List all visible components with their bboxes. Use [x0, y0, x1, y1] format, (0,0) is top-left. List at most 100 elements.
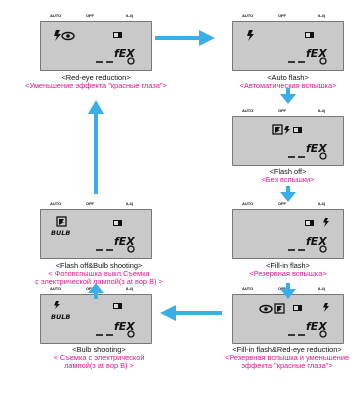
svg-text:fEX: fEX [114, 235, 135, 248]
i4-label: iL4) [318, 286, 326, 291]
svg-text:BULB: BULB [51, 229, 70, 237]
lightning-icon [323, 303, 329, 312]
label-fill-in-red-eye: <Fill-in flash&Red-eye reduction> <Резер… [214, 345, 360, 371]
auto-label: AUTO [242, 201, 254, 206]
battery-icon [305, 220, 314, 226]
lcd-screen: fEX [40, 21, 152, 71]
lcd-screen: fEX [232, 116, 344, 166]
panel-header: AUTO OFF iL4) [232, 12, 344, 21]
lcd-panel-flash-off: AUTO OFF iL4) fEX [232, 107, 344, 166]
battery-icon [113, 32, 122, 38]
frame-counter: fEX [288, 142, 327, 160]
panel-header: AUTO OFF iL4) [232, 200, 344, 209]
svg-text:fEX: fEX [306, 320, 327, 333]
label-ru: <Без вспышки> [261, 175, 315, 185]
lcd-panel-red-eye: AUTO OFF iL4) fEX [40, 12, 152, 71]
battery-icon [305, 32, 314, 38]
auto-label: AUTO [50, 13, 62, 18]
lightning-icon [284, 126, 290, 134]
lcd-screen: BULB fEX [40, 294, 152, 344]
lcd-panel-fill-in: AUTO OFF iL4) fEX [232, 200, 344, 259]
off-label: OFF [278, 108, 286, 113]
panel-header: AUTO OFF iL4) [40, 285, 152, 294]
i4-label: iL4) [126, 13, 134, 18]
arrow-down-icon [280, 186, 296, 202]
arrow-down-icon [280, 88, 296, 104]
battery-icon [113, 303, 122, 309]
lightning-icon [54, 30, 61, 41]
arrow-up-icon [88, 100, 104, 194]
label-ru-1: < Фотовспышка выкл.Съемка [48, 269, 150, 279]
lightning-icon [247, 30, 254, 41]
i4-label: iL4) [318, 13, 326, 18]
lcd-screen: fEX [232, 21, 344, 71]
svg-text:fEX: fEX [114, 47, 135, 60]
off-label: OFF [278, 13, 286, 18]
frame-counter: fEX [288, 320, 327, 338]
battery-icon [293, 305, 302, 311]
label-red-eye: <Red-eye reduction> <Уменьшение эффекта … [6, 73, 186, 91]
flash-off-icon [274, 303, 285, 314]
label-en: <Fill-in flash> [266, 261, 310, 270]
label-en: <Fill-in flash&Red-eye reduction> [232, 345, 342, 354]
label-auto-flash: <Auto flash> <Автоматическая вспышка> [227, 73, 349, 91]
flash-off-icon [56, 216, 67, 227]
label-flash-off-bulb: <Flash off&Bulb shooting> < Фотовспышка … [14, 261, 184, 287]
label-ru-1: < Съемка с электрической [53, 353, 145, 363]
lcd-panel-auto-flash: AUTO OFF iL4) fEX [232, 12, 344, 71]
label-ru-2: лампой(з at вор B) > [64, 361, 134, 371]
i4-label: iL4) [318, 201, 326, 206]
arrow-up-icon [88, 283, 104, 299]
label-flash-off: <Flash off> <Без вспышки> [227, 167, 349, 185]
frame-counter: fEX [288, 235, 327, 253]
label-bulb: <Bulb shooting> < Съемка с электрической… [14, 345, 184, 371]
frame-counter: fEX [96, 235, 135, 253]
svg-text:BULB: BULB [51, 313, 70, 321]
auto-label: AUTO [242, 108, 254, 113]
lightning-icon [54, 301, 60, 309]
off-label: OFF [278, 286, 286, 291]
svg-text:fEX: fEX [306, 235, 327, 248]
label-en: <Flash off> [269, 167, 307, 176]
panel-header: AUTO OFF iL4) [232, 107, 344, 116]
label-ru: <Уменьшение эффекта "красные глаза"> [25, 81, 167, 91]
label-ru: <Автоматическая вспышка> [239, 81, 337, 91]
label-ru-2: эффекта "красные глаза"> [241, 361, 333, 371]
label-ru-2: с электрической лампой(з at вор B) > [35, 277, 163, 287]
svg-text:fEX: fEX [306, 47, 327, 60]
label-ru: <Резервная вспышка> [249, 269, 327, 279]
eye-icon [61, 31, 75, 41]
label-en: <Auto flash> [267, 73, 309, 82]
arrow-left-icon [160, 305, 222, 321]
off-label: OFF [278, 201, 286, 206]
frame-counter: fEX [96, 320, 135, 338]
off-label: OFF [86, 201, 94, 206]
i4-label: iL4) [126, 286, 134, 291]
eye-icon [259, 304, 273, 314]
label-fill-in: <Fill-in flash> <Резервная вспышка> [227, 261, 349, 279]
arrow-down-icon [280, 283, 296, 299]
svg-text:fEX: fEX [306, 142, 327, 155]
auto-label: AUTO [50, 286, 62, 291]
lcd-panel-fill-in-red-eye: AUTO OFF iL4) fEX [232, 285, 344, 344]
off-label: OFF [86, 286, 94, 291]
label-en: <Flash off&Bulb shooting> [55, 261, 143, 270]
lcd-screen: fEX [232, 294, 344, 344]
frame-counter: fEX [288, 47, 327, 65]
label-en: <Bulb shooting> [72, 345, 126, 354]
label-en: <Red-eye reduction> [61, 73, 131, 82]
flash-off-icon [272, 124, 283, 135]
auto-label: AUTO [50, 201, 62, 206]
panel-header: AUTO OFF iL4) [40, 12, 152, 21]
off-label: OFF [86, 13, 94, 18]
lcd-screen: fEX [232, 209, 344, 259]
arrow-right-icon [155, 30, 215, 46]
auto-label: AUTO [242, 286, 254, 291]
panel-header: AUTO OFF iL4) [232, 285, 344, 294]
auto-label: AUTO [242, 13, 254, 18]
i4-label: iL4) [126, 201, 134, 206]
i4-label: iL4) [318, 108, 326, 113]
svg-text:fEX: fEX [114, 320, 135, 333]
label-ru-1: <Резервная вспышка и уменьшение [224, 353, 350, 363]
lcd-panel-flash-off-bulb: AUTO OFF iL4) BULB fEX [40, 200, 152, 259]
